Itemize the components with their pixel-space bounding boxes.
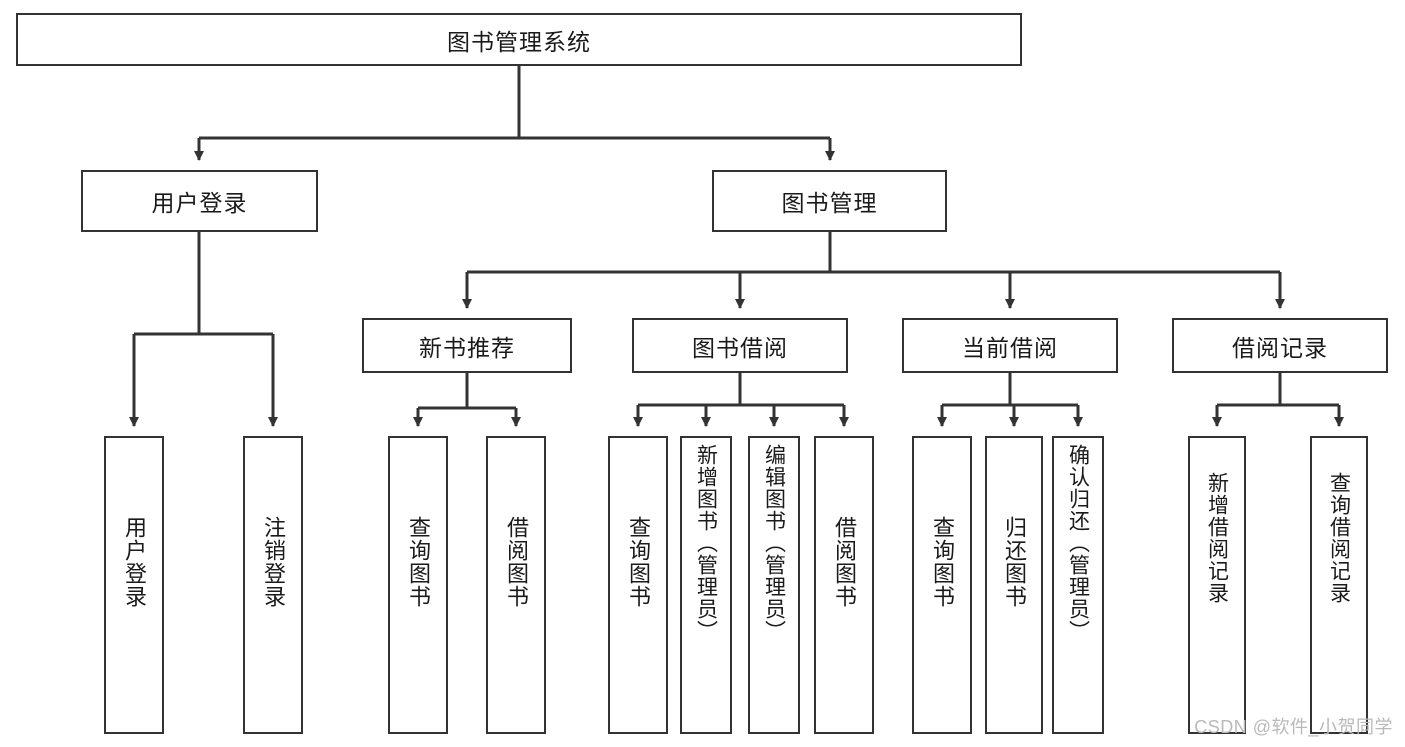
leaf-edit-book-admin[interactable]: 编辑图书（管理员） (748, 436, 800, 734)
node-root-label: 图书管理系统 (447, 28, 591, 55)
leaf-query-book-current[interactable]: 查询图书 (912, 436, 972, 734)
leaf-query-borrow-record[interactable]: 查询借阅记录 (1310, 436, 1368, 734)
leaf-query-book-recommend-label: 查询图书 (405, 516, 431, 608)
node-book-management[interactable]: 图书管理 (712, 170, 947, 232)
leaf-add-book-admin[interactable]: 新增图书（管理员） (680, 436, 732, 734)
node-new-book-recommend-label: 新书推荐 (419, 334, 515, 361)
leaf-confirm-return-admin-label: 确认归还（管理员） (1066, 444, 1090, 642)
node-user-login-label: 用户登录 (151, 190, 248, 216)
leaf-return-book-label: 归还图书 (1001, 516, 1027, 608)
leaf-confirm-return-admin[interactable]: 确认归还（管理员） (1052, 436, 1104, 734)
leaf-add-book-admin-label: 新增图书（管理员） (694, 444, 718, 642)
node-borrow-record-label: 借阅记录 (1232, 334, 1328, 361)
leaf-lend-book-label: 借阅图书 (831, 516, 857, 608)
leaf-query-book-current-label: 查询图书 (929, 516, 955, 608)
node-book-management-label: 图书管理 (781, 190, 878, 216)
leaf-borrow-book-recommend-label: 借阅图书 (503, 516, 529, 608)
leaf-user-logout-label: 注销登录 (260, 516, 286, 608)
leaf-lend-book[interactable]: 借阅图书 (814, 436, 874, 734)
leaf-add-borrow-record-label: 新增借阅记录 (1205, 472, 1229, 604)
leaf-user-login[interactable]: 用户登录 (104, 436, 164, 734)
node-book-borrow-label: 图书借阅 (692, 334, 788, 361)
node-book-borrow[interactable]: 图书借阅 (632, 318, 848, 373)
leaf-user-login-label: 用户登录 (121, 516, 147, 608)
leaf-return-book[interactable]: 归还图书 (985, 436, 1043, 734)
node-borrow-record[interactable]: 借阅记录 (1172, 318, 1388, 373)
leaf-edit-book-admin-label: 编辑图书（管理员） (762, 444, 786, 642)
leaf-add-borrow-record[interactable]: 新增借阅记录 (1188, 436, 1246, 734)
node-root[interactable]: 图书管理系统 (16, 13, 1022, 66)
leaf-user-logout[interactable]: 注销登录 (243, 436, 303, 734)
leaf-borrow-book-recommend[interactable]: 借阅图书 (486, 436, 546, 734)
leaf-query-borrow-record-label: 查询借阅记录 (1327, 472, 1351, 604)
leaf-query-book-recommend[interactable]: 查询图书 (388, 436, 448, 734)
node-new-book-recommend[interactable]: 新书推荐 (362, 318, 572, 373)
leaf-query-book-borrow[interactable]: 查询图书 (608, 436, 668, 734)
leaf-query-book-borrow-label: 查询图书 (625, 516, 651, 608)
node-current-borrow[interactable]: 当前借阅 (902, 318, 1118, 373)
node-current-borrow-label: 当前借阅 (962, 334, 1058, 361)
node-user-login[interactable]: 用户登录 (81, 170, 318, 232)
